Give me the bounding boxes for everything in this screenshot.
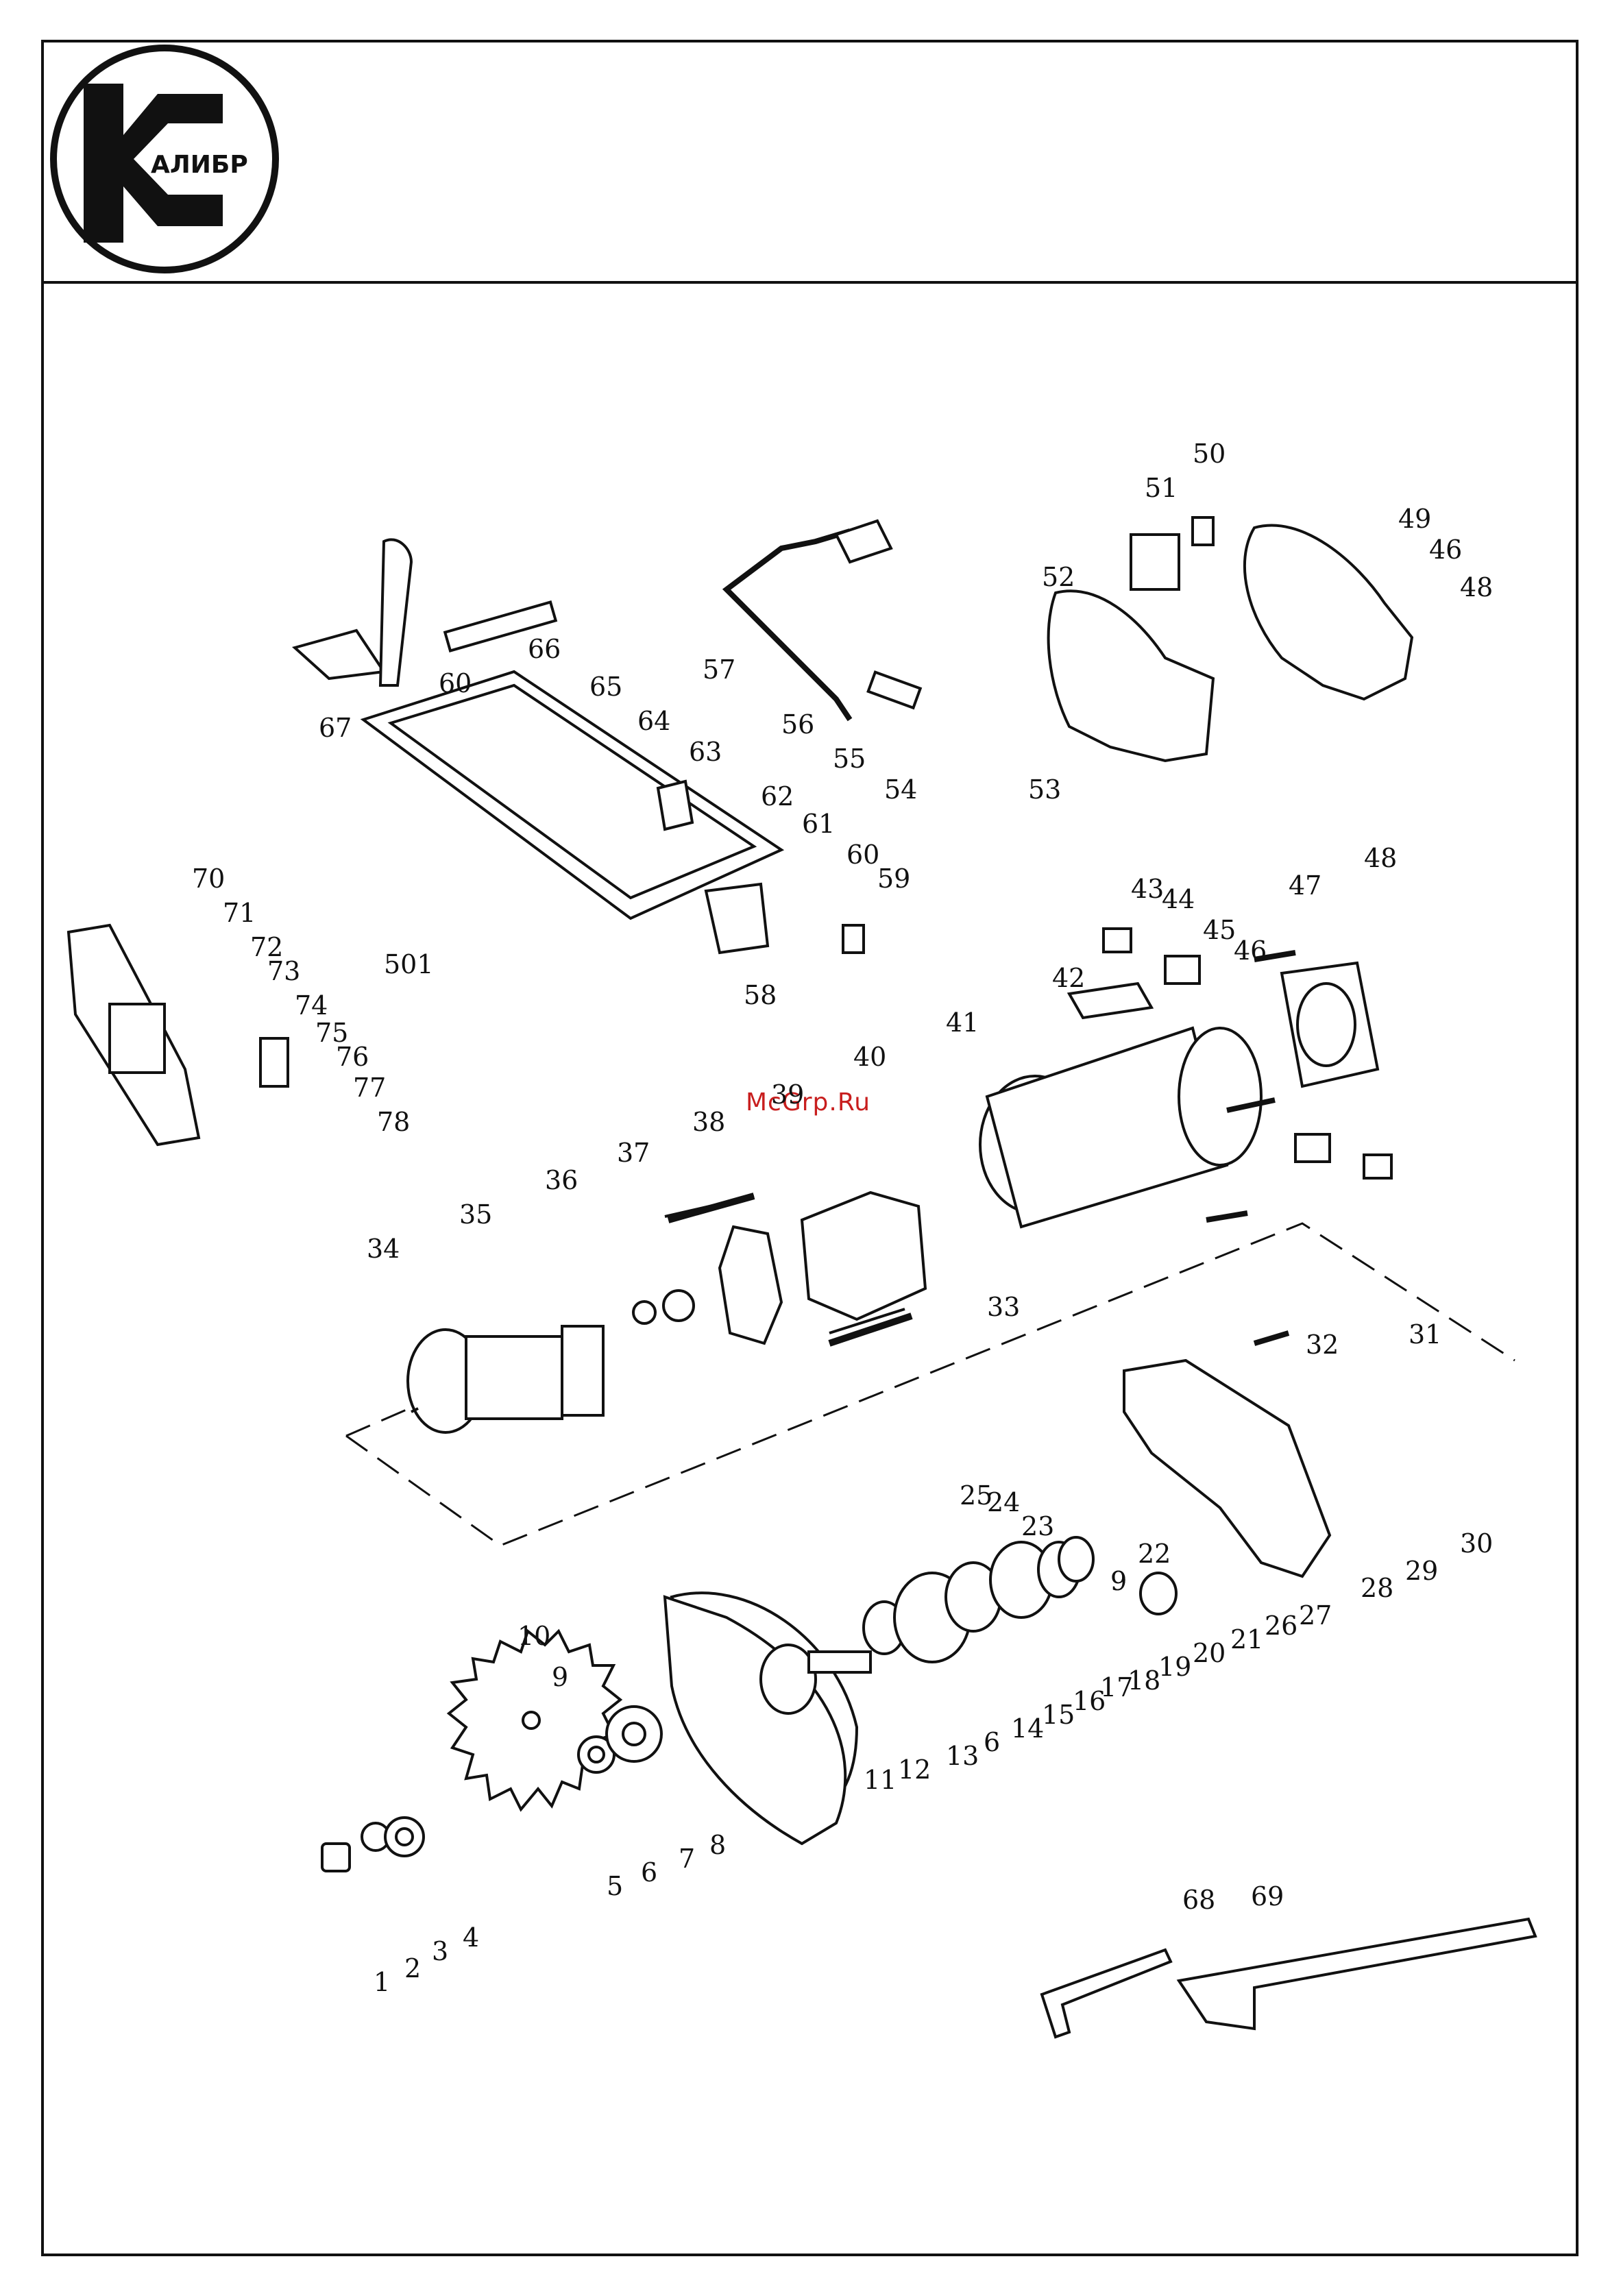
part-number: 46	[1429, 535, 1462, 565]
part-number: 28	[1361, 1573, 1393, 1603]
part-number: 74	[295, 990, 328, 1021]
part-number: 44	[1162, 884, 1195, 914]
part-number: 31	[1409, 1319, 1441, 1349]
blade-guard-main	[665, 1597, 845, 1844]
part-number: 47	[1289, 870, 1321, 901]
part-number: 3	[432, 1936, 448, 1966]
part-number: 13	[946, 1741, 979, 1771]
part-number: 71	[223, 898, 256, 928]
part-number: 20	[1193, 1638, 1226, 1668]
part-number: 2	[404, 1953, 421, 1983]
motor-housing	[980, 963, 1378, 1227]
part-number: 67	[319, 713, 352, 743]
handle-assembly	[1049, 517, 1412, 761]
part-number: 56	[781, 709, 814, 740]
part-number: 11	[864, 1765, 897, 1795]
part-number: 40	[853, 1042, 886, 1072]
part-number: 12	[898, 1755, 931, 1785]
part-number: 68	[1182, 1885, 1215, 1915]
part-number: 33	[987, 1292, 1020, 1322]
part-number: 9	[1110, 1566, 1127, 1596]
stator-assembly	[665, 1193, 925, 1343]
part-number: 26	[1265, 1611, 1297, 1641]
part-number: 32	[1306, 1330, 1339, 1360]
part-number: 43	[1131, 874, 1164, 904]
part-number: 41	[946, 1007, 979, 1038]
part-number: 25	[960, 1480, 992, 1511]
part-number: 4	[463, 1922, 479, 1953]
part-number: 48	[1460, 572, 1493, 602]
armature	[408, 1291, 694, 1432]
part-number: 42	[1052, 963, 1085, 993]
part-number: 38	[692, 1107, 725, 1137]
part-number: 51	[1145, 473, 1178, 503]
part-number: 48	[1364, 843, 1397, 873]
part-number: 39	[771, 1079, 804, 1110]
power-cord	[727, 521, 921, 720]
saw-blade	[449, 1631, 620, 1809]
part-number: 63	[689, 737, 722, 767]
part-number: 30	[1460, 1528, 1493, 1559]
part-number: 501	[384, 949, 434, 979]
part-number: 5	[607, 1871, 623, 1901]
part-number: 59	[877, 864, 910, 894]
part-number: 8	[709, 1830, 726, 1860]
part-number: 60	[846, 840, 879, 870]
part-number: 61	[802, 809, 835, 839]
part-number: 52	[1042, 562, 1075, 592]
part-number: 62	[761, 781, 794, 811]
part-number: 64	[637, 706, 670, 736]
part-number: 49	[1398, 504, 1431, 534]
part-number: 69	[1251, 1881, 1284, 1912]
part-number: 66	[528, 634, 561, 664]
part-number: 58	[744, 980, 777, 1010]
part-number: 57	[703, 655, 735, 685]
part-number: 27	[1299, 1600, 1332, 1631]
part-number: 70	[192, 864, 225, 894]
part-number: 18	[1128, 1665, 1160, 1696]
part-number: 29	[1405, 1556, 1438, 1586]
part-number: 60	[439, 668, 472, 698]
part-number: 37	[617, 1138, 650, 1168]
part-number: 53	[1028, 774, 1061, 805]
part-number: 34	[367, 1234, 400, 1264]
part-number: 50	[1193, 439, 1226, 469]
base-plate	[295, 539, 864, 953]
part-number: 6	[641, 1857, 657, 1888]
part-number: 76	[336, 1042, 369, 1072]
part-number: 1	[374, 1967, 390, 1997]
part-number: 19	[1158, 1652, 1191, 1682]
part-number: 21	[1230, 1624, 1263, 1654]
part-number: 36	[545, 1165, 578, 1195]
part-number: 7	[679, 1844, 695, 1874]
part-number: 73	[267, 956, 300, 986]
part-number: 54	[884, 774, 917, 805]
part-number: 77	[353, 1073, 386, 1103]
part-number: 22	[1138, 1539, 1171, 1569]
part-number: 46	[1234, 936, 1267, 966]
part-number: 15	[1042, 1700, 1075, 1730]
part-number: 55	[833, 744, 866, 774]
accessories	[1042, 1919, 1535, 2037]
part-number: 9	[552, 1662, 568, 1692]
part-number: 14	[1011, 1713, 1044, 1744]
part-number: 65	[589, 672, 622, 702]
part-number: 6	[984, 1727, 1000, 1757]
part-number: 10	[517, 1621, 550, 1651]
part-number: 45	[1203, 915, 1236, 945]
part-number: 23	[1021, 1511, 1054, 1541]
part-number: 78	[377, 1107, 410, 1137]
part-number: 35	[459, 1199, 492, 1230]
